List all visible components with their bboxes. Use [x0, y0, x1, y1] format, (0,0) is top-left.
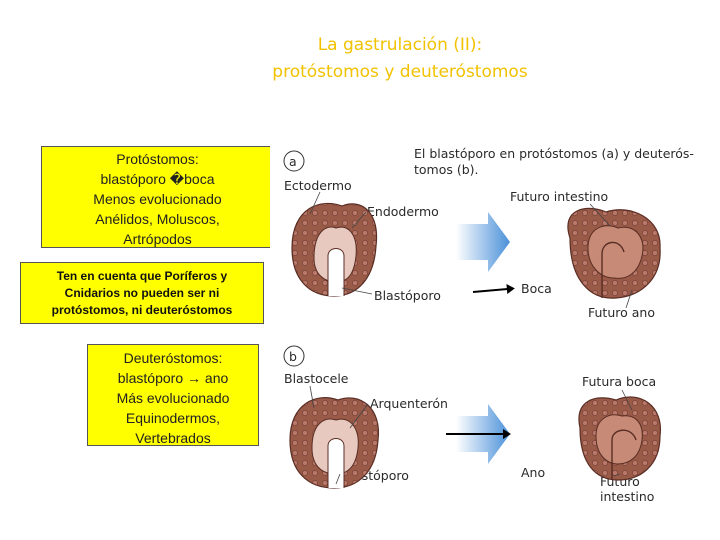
label-arquenteron: Arquenterón — [370, 396, 448, 411]
protostomes-text-box: Protóstomos: blastóporo �boca Menos evol… — [41, 146, 274, 248]
label-ano: Ano — [521, 465, 545, 480]
note-text-box: Ten en cuenta que Poríferos y Cnidarios … — [20, 262, 264, 324]
label-futura-boca: Futura boca — [582, 374, 656, 389]
label-blastoporo-a: Blastóporo — [374, 288, 441, 303]
panel-b-marker — [283, 345, 305, 367]
label-ectodermo: Ectodermo — [284, 178, 352, 193]
label-futuro-ano: Futuro ano — [588, 305, 655, 320]
deuterostomes-line: Equinodermos, — [125, 410, 221, 426]
label-futuro-intestino: Futuro intestino — [510, 189, 608, 204]
blastopore-figure: El blastóporo en protóstomos (a) y deute… — [270, 128, 700, 518]
deuterostomes-line-text: ano — [201, 370, 229, 386]
panel-a-marker — [283, 150, 305, 172]
note-line: Ten en cuenta que Poríferos y — [56, 269, 228, 283]
page-title-line-1: La gastrulación (II): — [317, 35, 483, 55]
developed-embryo-a — [567, 203, 661, 309]
figure-caption-line-1: El blastóporo en protóstomos (a) y deute… — [414, 146, 694, 161]
label-futuro-intestino-b-2: intestino — [600, 489, 654, 504]
deuterostomes-line: blastóporo → ano — [88, 368, 258, 388]
right-arrow-icon: → — [187, 370, 202, 386]
figure-caption-line-2: tomos (b). — [414, 162, 479, 177]
pointer-arrow-ano — [446, 429, 511, 439]
protostomes-line: Menos evolucionado — [93, 191, 222, 207]
note-line: Cnidarios no pueden ser ni — [64, 286, 220, 300]
deuterostomes-line: Vertebrados — [135, 430, 211, 446]
protostomes-line: Anélidos, Moluscos, — [95, 211, 220, 227]
deuterostomes-text-box: Deuteróstomos: blastóporo → ano Más evol… — [87, 344, 259, 446]
process-arrow-a — [456, 212, 510, 272]
label-boca: Boca — [521, 281, 552, 296]
note-line: protóstomos, ni deuteróstomos — [51, 303, 233, 317]
deuterostomes-line: Deuteróstomos: — [123, 350, 223, 366]
gastrula-b-embryo — [289, 385, 380, 489]
protostomes-line: Artrópodos — [123, 231, 192, 247]
label-endodermo: Endodermo — [367, 204, 439, 219]
protostomes-line: blastóporo �boca — [100, 171, 215, 187]
protostomes-line: Protóstomos: — [116, 151, 199, 167]
panel-a-marker-letter: a — [289, 154, 297, 169]
panel-b-marker-letter: b — [289, 349, 297, 364]
deuterostomes-line-text: blastóporo — [117, 370, 188, 386]
gastrula-a-embryo — [291, 191, 378, 297]
developed-embryo-b — [578, 389, 661, 481]
deuterostomes-line: Más evolucionado — [116, 390, 230, 406]
label-blastocele: Blastocele — [284, 371, 349, 386]
page-title-line-2: protóstomos y deuteróstomos — [272, 62, 528, 82]
